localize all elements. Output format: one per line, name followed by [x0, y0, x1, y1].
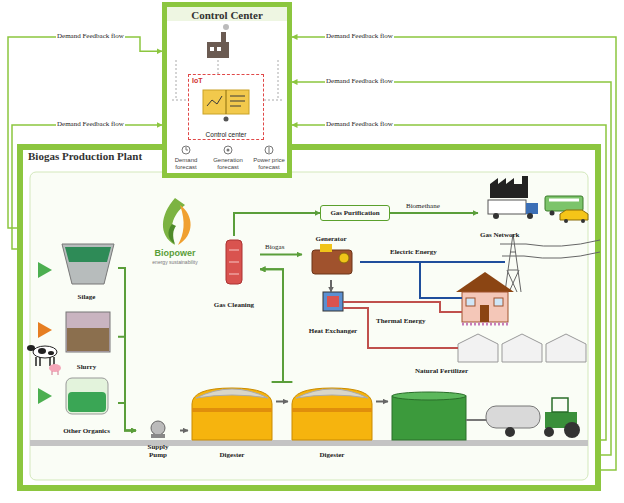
- plant-panel: Biogas Production PlantSilageSlurryOther…: [20, 147, 598, 488]
- control-center-panel: Control CenterControl center: [162, 2, 292, 178]
- panel-title: Control Center: [191, 9, 263, 22]
- edge-label: Demand Feedback flow: [56, 32, 125, 40]
- logo-text: Biopower: [150, 249, 200, 259]
- fertilizer-tank: Natural Fertilizer: [388, 366, 470, 442]
- node-label: Gas Cleaning: [214, 301, 254, 309]
- feedstock-bin: Slurry: [55, 308, 118, 372]
- generator: Generator: [302, 234, 360, 280]
- flow-connector: [260, 254, 302, 256]
- edge-label: Demand Feedback flow: [56, 120, 125, 128]
- process-box: Gas Purification: [320, 205, 390, 221]
- node-label: Supply Pump: [138, 443, 178, 459]
- flow-connector: [12, 125, 162, 249]
- flow-connector: [8, 37, 162, 228]
- node-label: Slurry: [77, 363, 96, 371]
- node-label: Silage: [78, 293, 96, 301]
- flow-connector: [118, 403, 136, 431]
- logo-tagline: energy sustainability: [145, 260, 205, 266]
- edge-label: Demand Feedback flow: [325, 120, 394, 128]
- forecast-label: Demand forecast: [166, 157, 206, 171]
- flow-connector: [292, 37, 616, 470]
- flow-connector: [118, 337, 136, 431]
- pump: Supply Pump: [136, 416, 180, 460]
- node-label: Other Organics: [63, 427, 110, 435]
- energy-label: Electric Energy: [390, 248, 437, 256]
- node-label: Digester: [320, 451, 345, 459]
- node-label: Heat Exchanger: [309, 327, 357, 335]
- gas-cleaner: Gas Cleaning: [208, 236, 260, 310]
- iot-label: IoT: [192, 77, 203, 85]
- digester-tank: Digester: [288, 382, 376, 460]
- flow-connector: [180, 430, 188, 432]
- flow-connector: [234, 213, 320, 236]
- node-label: Gas Purification: [330, 209, 379, 217]
- node-label: Control center: [206, 131, 247, 138]
- flow-connector: [376, 401, 388, 403]
- flow-connector: [330, 280, 332, 292]
- digester-tank: Digester: [188, 382, 276, 460]
- node-label: Gas Network: [480, 231, 519, 239]
- energy-label: Thermal Energy: [376, 317, 426, 325]
- gas-network: Gas Network: [478, 172, 594, 240]
- flow-connector: [390, 212, 478, 214]
- edge-label: Biomethane: [405, 202, 441, 210]
- forecast-label: Power price forecast: [251, 157, 287, 171]
- edge-label: Biogas: [264, 243, 285, 251]
- iot-box: Control center: [188, 74, 264, 140]
- edge-label: Demand Feedback flow: [325, 77, 394, 85]
- flow-connector: [260, 269, 292, 382]
- panel-title: Biogas Production Plant: [28, 150, 142, 163]
- flow-connector: [260, 269, 283, 382]
- flow-connector: [276, 401, 288, 403]
- flow-connector: [118, 268, 136, 431]
- feedstock-hopper: Silage: [55, 240, 118, 302]
- node-label: Digester: [220, 451, 245, 459]
- forecast-label: Generation forecast: [206, 157, 250, 171]
- flow-connector: [292, 125, 606, 440]
- edge-label: Demand Feedback flow: [325, 32, 394, 40]
- feedstock-bin: Other Organics: [55, 376, 118, 436]
- flow-connector: [292, 82, 611, 455]
- node-label: Generator: [315, 235, 346, 243]
- heat-exchanger: Heat Exchanger: [306, 292, 360, 336]
- node-label: Natural Fertilizer: [415, 367, 468, 375]
